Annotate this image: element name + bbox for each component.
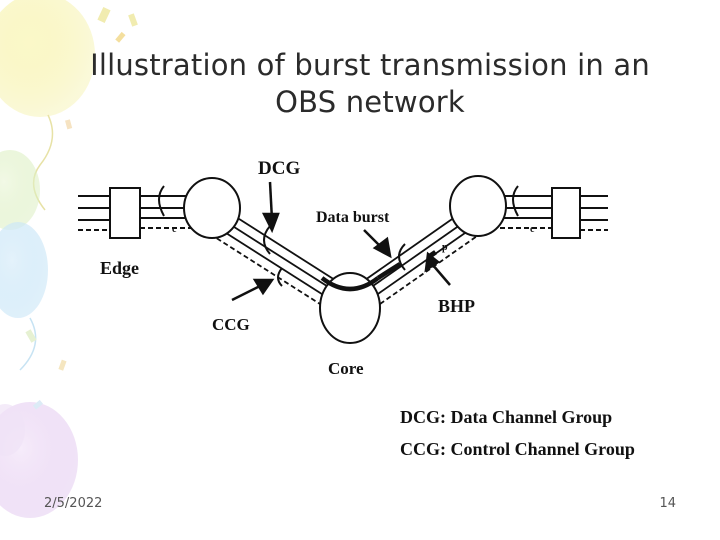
dcg-channel-mark [263,225,271,255]
balloon-blue-left [0,222,48,371]
label-bhp: BHP [438,296,475,316]
left-channel-group-mark [158,185,165,217]
legend-line-dcg: DCG: Data Channel Group [400,407,612,427]
right-fiber-bundle [498,195,608,231]
data-burst-segment [320,276,380,292]
label-dcg: DCG [258,158,300,179]
ccg-channel-mark [277,267,283,287]
left-edge-box [109,187,141,239]
right-edge-box [551,187,581,239]
label-edge: Edge [100,258,139,278]
burst-right-segment [376,262,402,280]
balloon-purple-bottom [0,402,78,518]
left-c-mark: c [172,224,177,235]
legend-line-ccg: CCG: Control Channel Group [400,439,635,459]
obs-network-diagram: c c p [78,158,635,459]
label-ccg: CCG [212,315,250,334]
confetti [25,6,138,410]
right-c-mark: c [530,224,535,235]
label-data-burst: Data burst [316,209,390,226]
slide-page-number: 14 [659,496,676,511]
right-channel-group-mark [512,185,519,217]
arrows [231,181,451,302]
slide-title-line-1: Illustration of burst transmission in an [90,48,650,82]
slide-date: 2/5/2022 [44,496,103,511]
right-link-bundle [364,209,481,305]
right-edge-node [449,175,507,237]
slide-title-line-2: OBS network [275,85,465,119]
bhp-p-mark: p [442,242,448,253]
data-burst-channel-mark [398,243,406,271]
left-link-bundle [209,209,336,305]
label-core: Core [328,359,364,378]
core-node [319,272,381,344]
balloon-green-left [0,150,40,230]
left-edge-node [183,177,241,239]
